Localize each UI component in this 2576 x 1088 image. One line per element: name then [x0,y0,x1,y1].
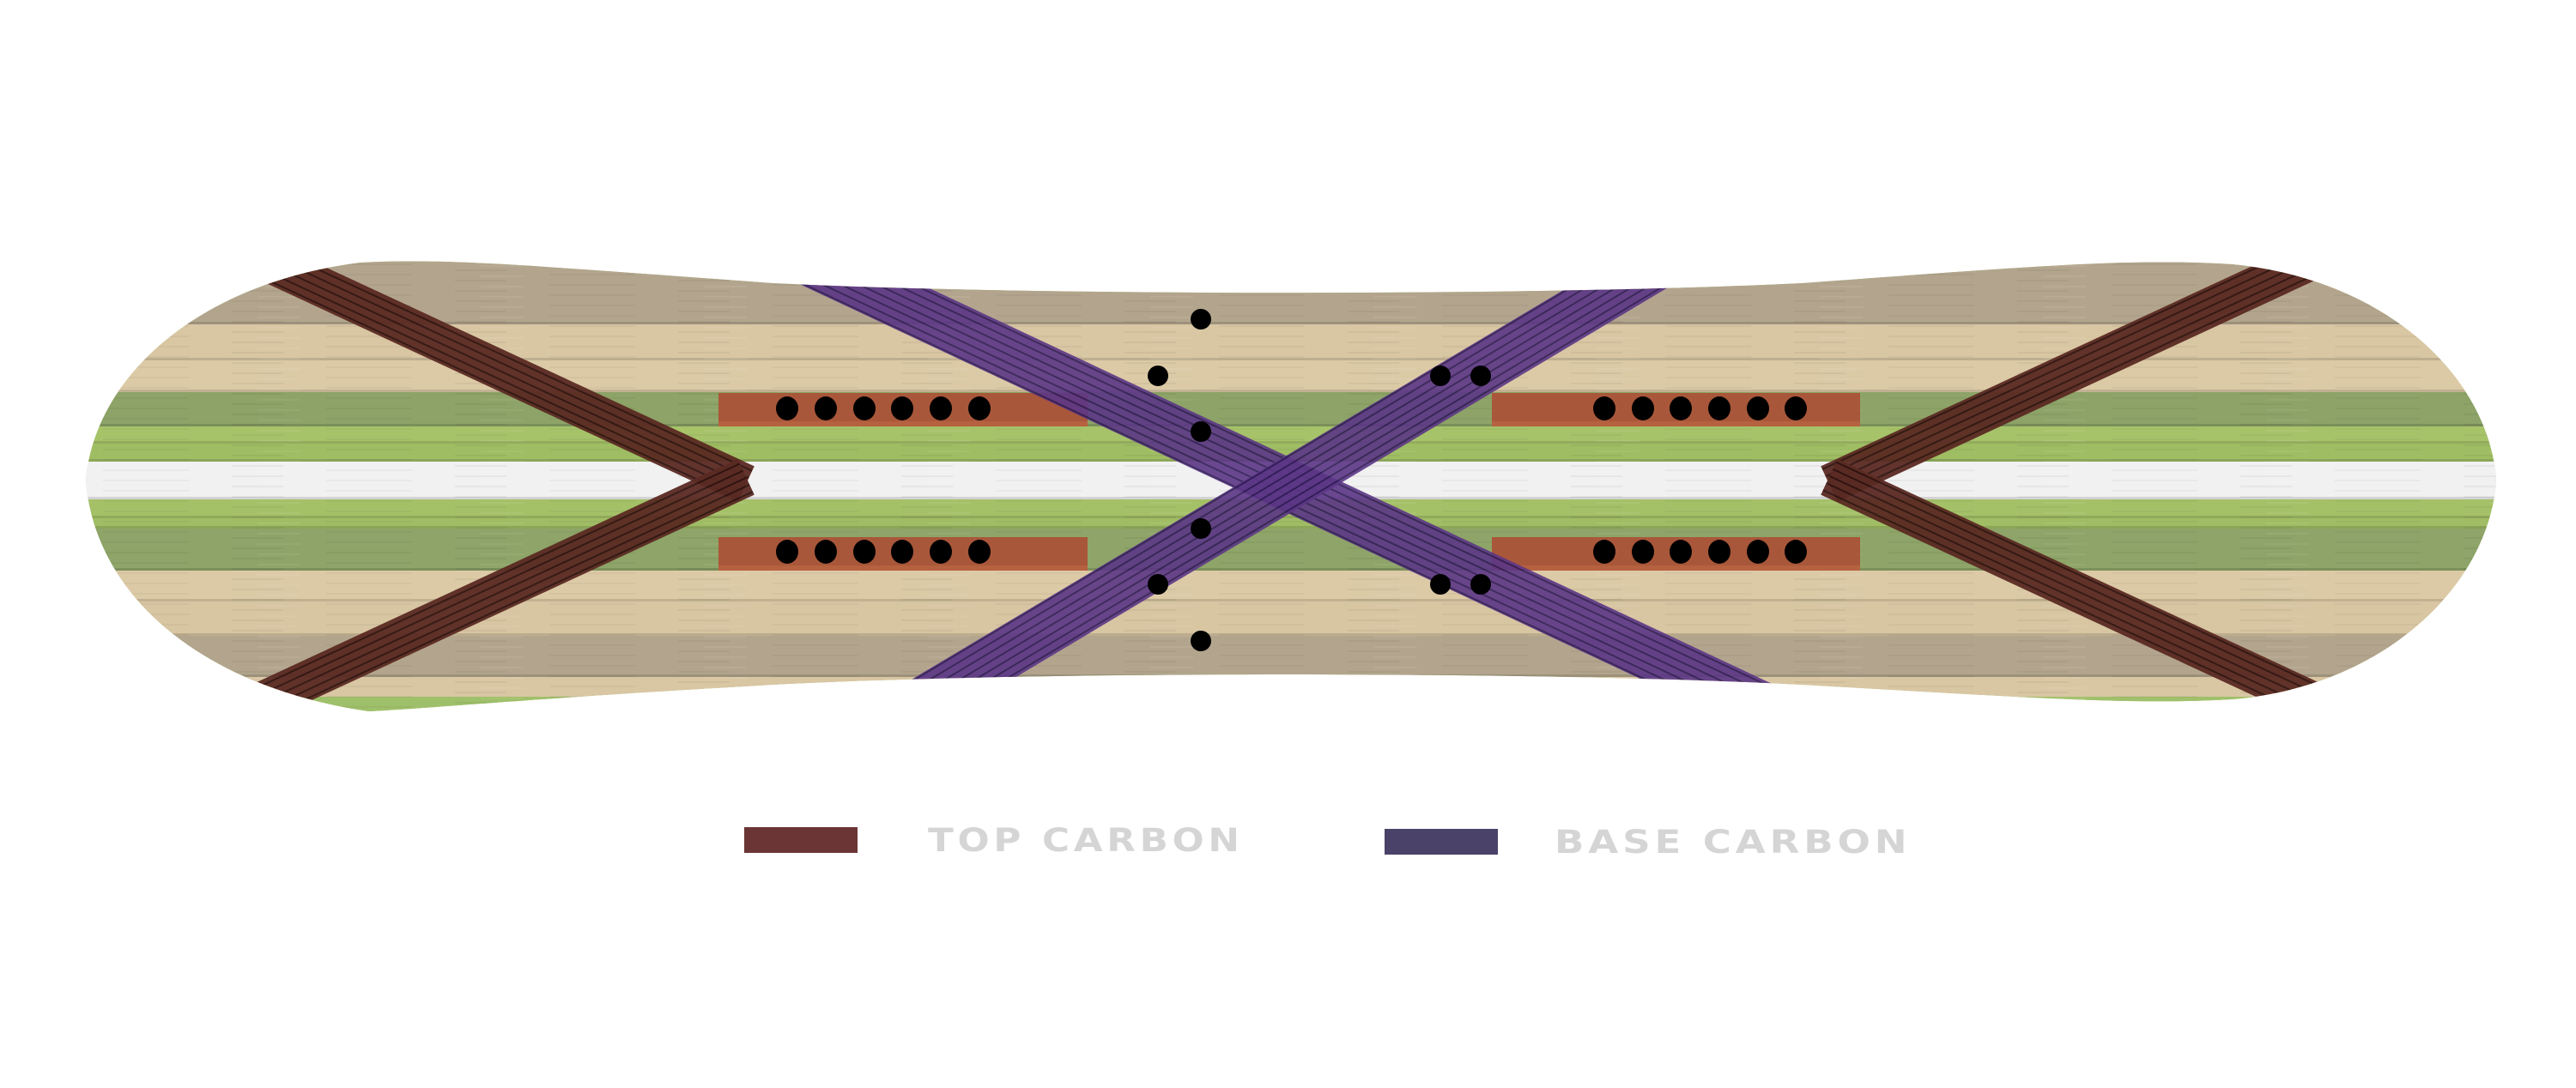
insert-hole [1747,396,1769,420]
insert-hole [1670,540,1692,564]
insert-hole [891,540,913,564]
insert-strip-highlight [718,565,1088,571]
insert-hole [1632,396,1654,420]
insert-hole [1747,540,1769,564]
base-carbon-x [788,261,1787,711]
top-carbon-chevrons [241,261,2334,711]
board-body [0,249,2576,720]
insert-hole [815,540,837,564]
insert-hole [776,540,798,564]
center-hole [1148,574,1168,595]
top-carbon-swatch [744,827,858,853]
insert-hole [1785,396,1807,420]
legend: TOP CARBON BASE CARBON [0,819,2576,862]
insert-hole [853,396,876,420]
legend-item-base-carbon: BASE CARBON [1385,825,1907,859]
insert-hole [891,396,913,420]
insert-hole [1593,396,1615,420]
legend-label-top-carbon: TOP CARBON [928,821,1244,859]
insert-hole [1670,396,1692,420]
insert-hole [1708,396,1730,420]
insert-strip-highlight [1492,421,1860,426]
insert-hole [1785,540,1807,564]
center-hole [1191,421,1211,442]
top-edge-green [0,249,2576,261]
insert-hole [1632,540,1654,564]
center-hole [1470,366,1491,386]
stripe-seam [0,717,2576,720]
insert-hole [1708,540,1730,564]
insert-hole [968,396,991,420]
top-carbon-right-arm [1821,458,2334,711]
top-carbon-left-arm [241,261,755,503]
center-hole [1191,631,1211,651]
insert-hole [815,396,837,420]
top-carbon-right-arm [1821,261,2334,503]
center-hole [1430,366,1451,386]
legend-label-base-carbon: BASE CARBON [1555,823,1912,861]
insert-hole [968,540,991,564]
insert-hole [930,540,952,564]
insert-hole [1593,540,1615,564]
base-carbon-band [889,261,1686,711]
base-carbon-swatch [1385,829,1498,855]
insert-holes [776,309,1807,651]
center-hole [1191,309,1211,329]
center-hole [1191,518,1211,539]
legend-item-top-carbon: TOP CARBON [744,823,1240,857]
center-hole [1148,366,1168,386]
center-hole [1430,574,1451,595]
insert-hole [853,540,876,564]
insert-strip-highlight [718,421,1088,426]
insert-hole [930,396,952,420]
center-hole [1470,574,1491,595]
insert-hole [776,396,798,420]
insert-strip-highlight [1492,565,1860,571]
top-carbon-left-arm [241,458,755,711]
snowboard-diagram [0,249,2576,720]
